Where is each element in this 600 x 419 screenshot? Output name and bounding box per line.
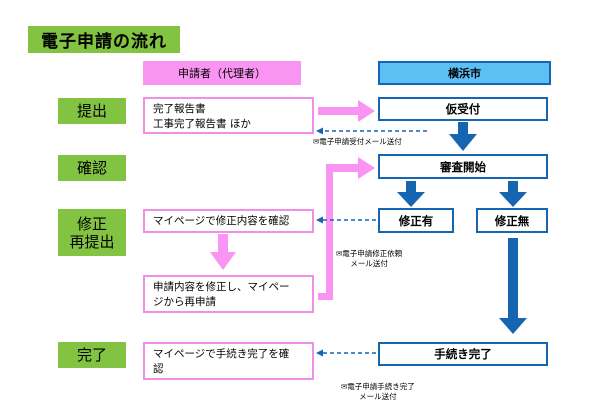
city-box-procedure-complete: 手続き完了 xyxy=(378,342,548,366)
mail-icon: ✉ xyxy=(336,249,343,258)
note-correction-mail-text: 電子申請修正依頼 メール送付 xyxy=(342,249,403,268)
step-complete: 完了 xyxy=(58,342,126,368)
note-correction-mail: ✉電子申請修正依頼 メール送付 xyxy=(336,239,402,269)
step-correct-resubmit: 修正 再提出 xyxy=(58,209,126,256)
arrow-receipt-to-review xyxy=(449,122,477,151)
mail-icon: ✉ xyxy=(341,382,348,391)
arrow-review-to-no-corrections xyxy=(499,181,527,207)
arrow-submit-to-receipt xyxy=(318,100,375,122)
note-receipt-mail: ✉電子申請受付メール送付 xyxy=(313,137,402,147)
note-complete-mail: ✉電子申請手続き完了 メール送付 xyxy=(341,372,415,402)
applicant-box-check-complete: マイページで手続き完了を確 認 xyxy=(143,342,314,380)
note-receipt-mail-text: 電子申請受付メール送付 xyxy=(319,137,402,146)
city-box-review-start: 審査開始 xyxy=(378,154,548,179)
note-complete-mail-text: 電子申請手続き完了 メール送付 xyxy=(347,382,415,401)
arrow-review-to-corrections xyxy=(397,181,425,207)
arrow-no-corrections-to-complete xyxy=(499,238,527,334)
city-box-corrections-needed: 修正有 xyxy=(378,208,454,233)
applicant-box-check-corrections: マイページで修正内容を確認 xyxy=(143,209,314,233)
mail-icon: ✉ xyxy=(313,137,320,146)
city-box-provisional-receipt: 仮受付 xyxy=(378,97,548,121)
applicant-box-resubmit: 申請内容を修正し、マイペー ジから再申請 xyxy=(143,275,314,313)
lane-header-city: 横浜市 xyxy=(378,61,551,85)
arrow-resubmit-loop xyxy=(318,157,375,300)
dashed-arrow-correction-mail xyxy=(316,216,376,224)
dashed-arrow-complete-mail xyxy=(316,349,376,357)
lane-header-applicant: 申請者（代理者） xyxy=(143,61,301,85)
step-confirm: 確認 xyxy=(58,155,126,181)
page-title: 電子申請の流れ xyxy=(28,26,180,53)
dashed-arrow-receipt-mail xyxy=(316,127,427,135)
arrow-check-to-resubmit xyxy=(210,234,236,270)
city-box-no-corrections: 修正無 xyxy=(476,208,548,233)
step-submit: 提出 xyxy=(58,98,126,124)
applicant-box-submit: 完了報告書 工事完了報告書 ほか xyxy=(143,97,314,134)
